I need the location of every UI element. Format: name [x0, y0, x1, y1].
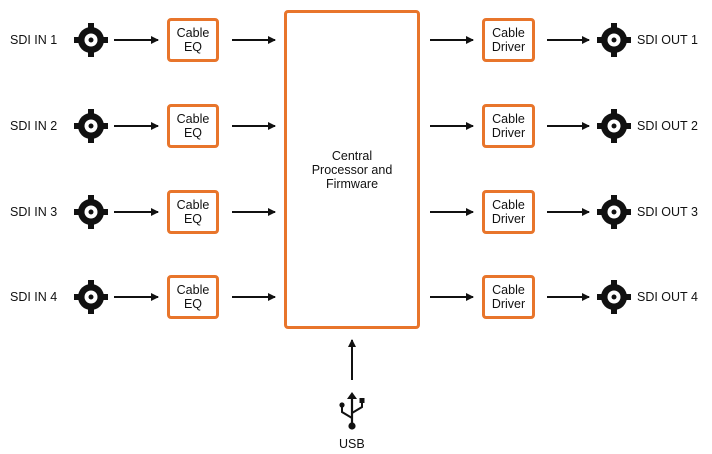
- sdi-out-3-connector-icon: [597, 195, 631, 229]
- sdi-out-1-connector-icon: [597, 23, 631, 57]
- sdi-out-1-label: SDI OUT 1: [637, 33, 698, 47]
- cable-driver-1-block: Cable Driver: [482, 18, 535, 62]
- sdi-in-3-label: SDI IN 3: [10, 205, 58, 219]
- cable-eq-2-block: Cable EQ: [167, 104, 219, 148]
- cable-driver-1-block-label: Cable Driver: [491, 26, 526, 54]
- cable-eq-4-block-label: Cable EQ: [176, 283, 210, 311]
- sdi-in-1-label: SDI IN 1: [10, 33, 58, 47]
- sdi-in-2-label: SDI IN 2: [10, 119, 58, 133]
- cable-driver-4-block: Cable Driver: [482, 275, 535, 319]
- cable-eq-3-block: Cable EQ: [167, 190, 219, 234]
- central-processor-label: Central Processor and Firmware: [311, 148, 393, 191]
- cable-driver-3-block: Cable Driver: [482, 190, 535, 234]
- sdi-in-1-connector-icon: [74, 23, 108, 57]
- sdi-out-3-label: SDI OUT 3: [637, 205, 698, 219]
- cable-driver-2-block: Cable Driver: [482, 104, 535, 148]
- cable-driver-2-block-label: Cable Driver: [491, 112, 526, 140]
- sdi-in-3-connector-icon: [74, 195, 108, 229]
- cable-eq-2-block-label: Cable EQ: [176, 112, 210, 140]
- cable-eq-1-block: Cable EQ: [167, 18, 219, 62]
- sdi-out-4-label: SDI OUT 4: [637, 290, 698, 304]
- cable-driver-4-block-label: Cable Driver: [491, 283, 526, 311]
- usb-label: USB: [339, 437, 365, 451]
- sdi-out-4-connector-icon: [597, 280, 631, 314]
- sdi-out-2-connector-icon: [597, 109, 631, 143]
- central-processor-block: Central Processor and Firmware: [284, 10, 420, 329]
- cable-driver-3-block-label: Cable Driver: [491, 198, 526, 226]
- sdi-out-2-label: SDI OUT 2: [637, 119, 698, 133]
- sdi-in-4-label: SDI IN 4: [10, 290, 58, 304]
- sdi-in-2-connector-icon: [74, 109, 108, 143]
- usb-icon: [339, 392, 365, 430]
- cable-eq-4-block: Cable EQ: [167, 275, 219, 319]
- cable-eq-3-block-label: Cable EQ: [176, 198, 210, 226]
- sdi-in-4-connector-icon: [74, 280, 108, 314]
- cable-eq-1-block-label: Cable EQ: [176, 26, 210, 54]
